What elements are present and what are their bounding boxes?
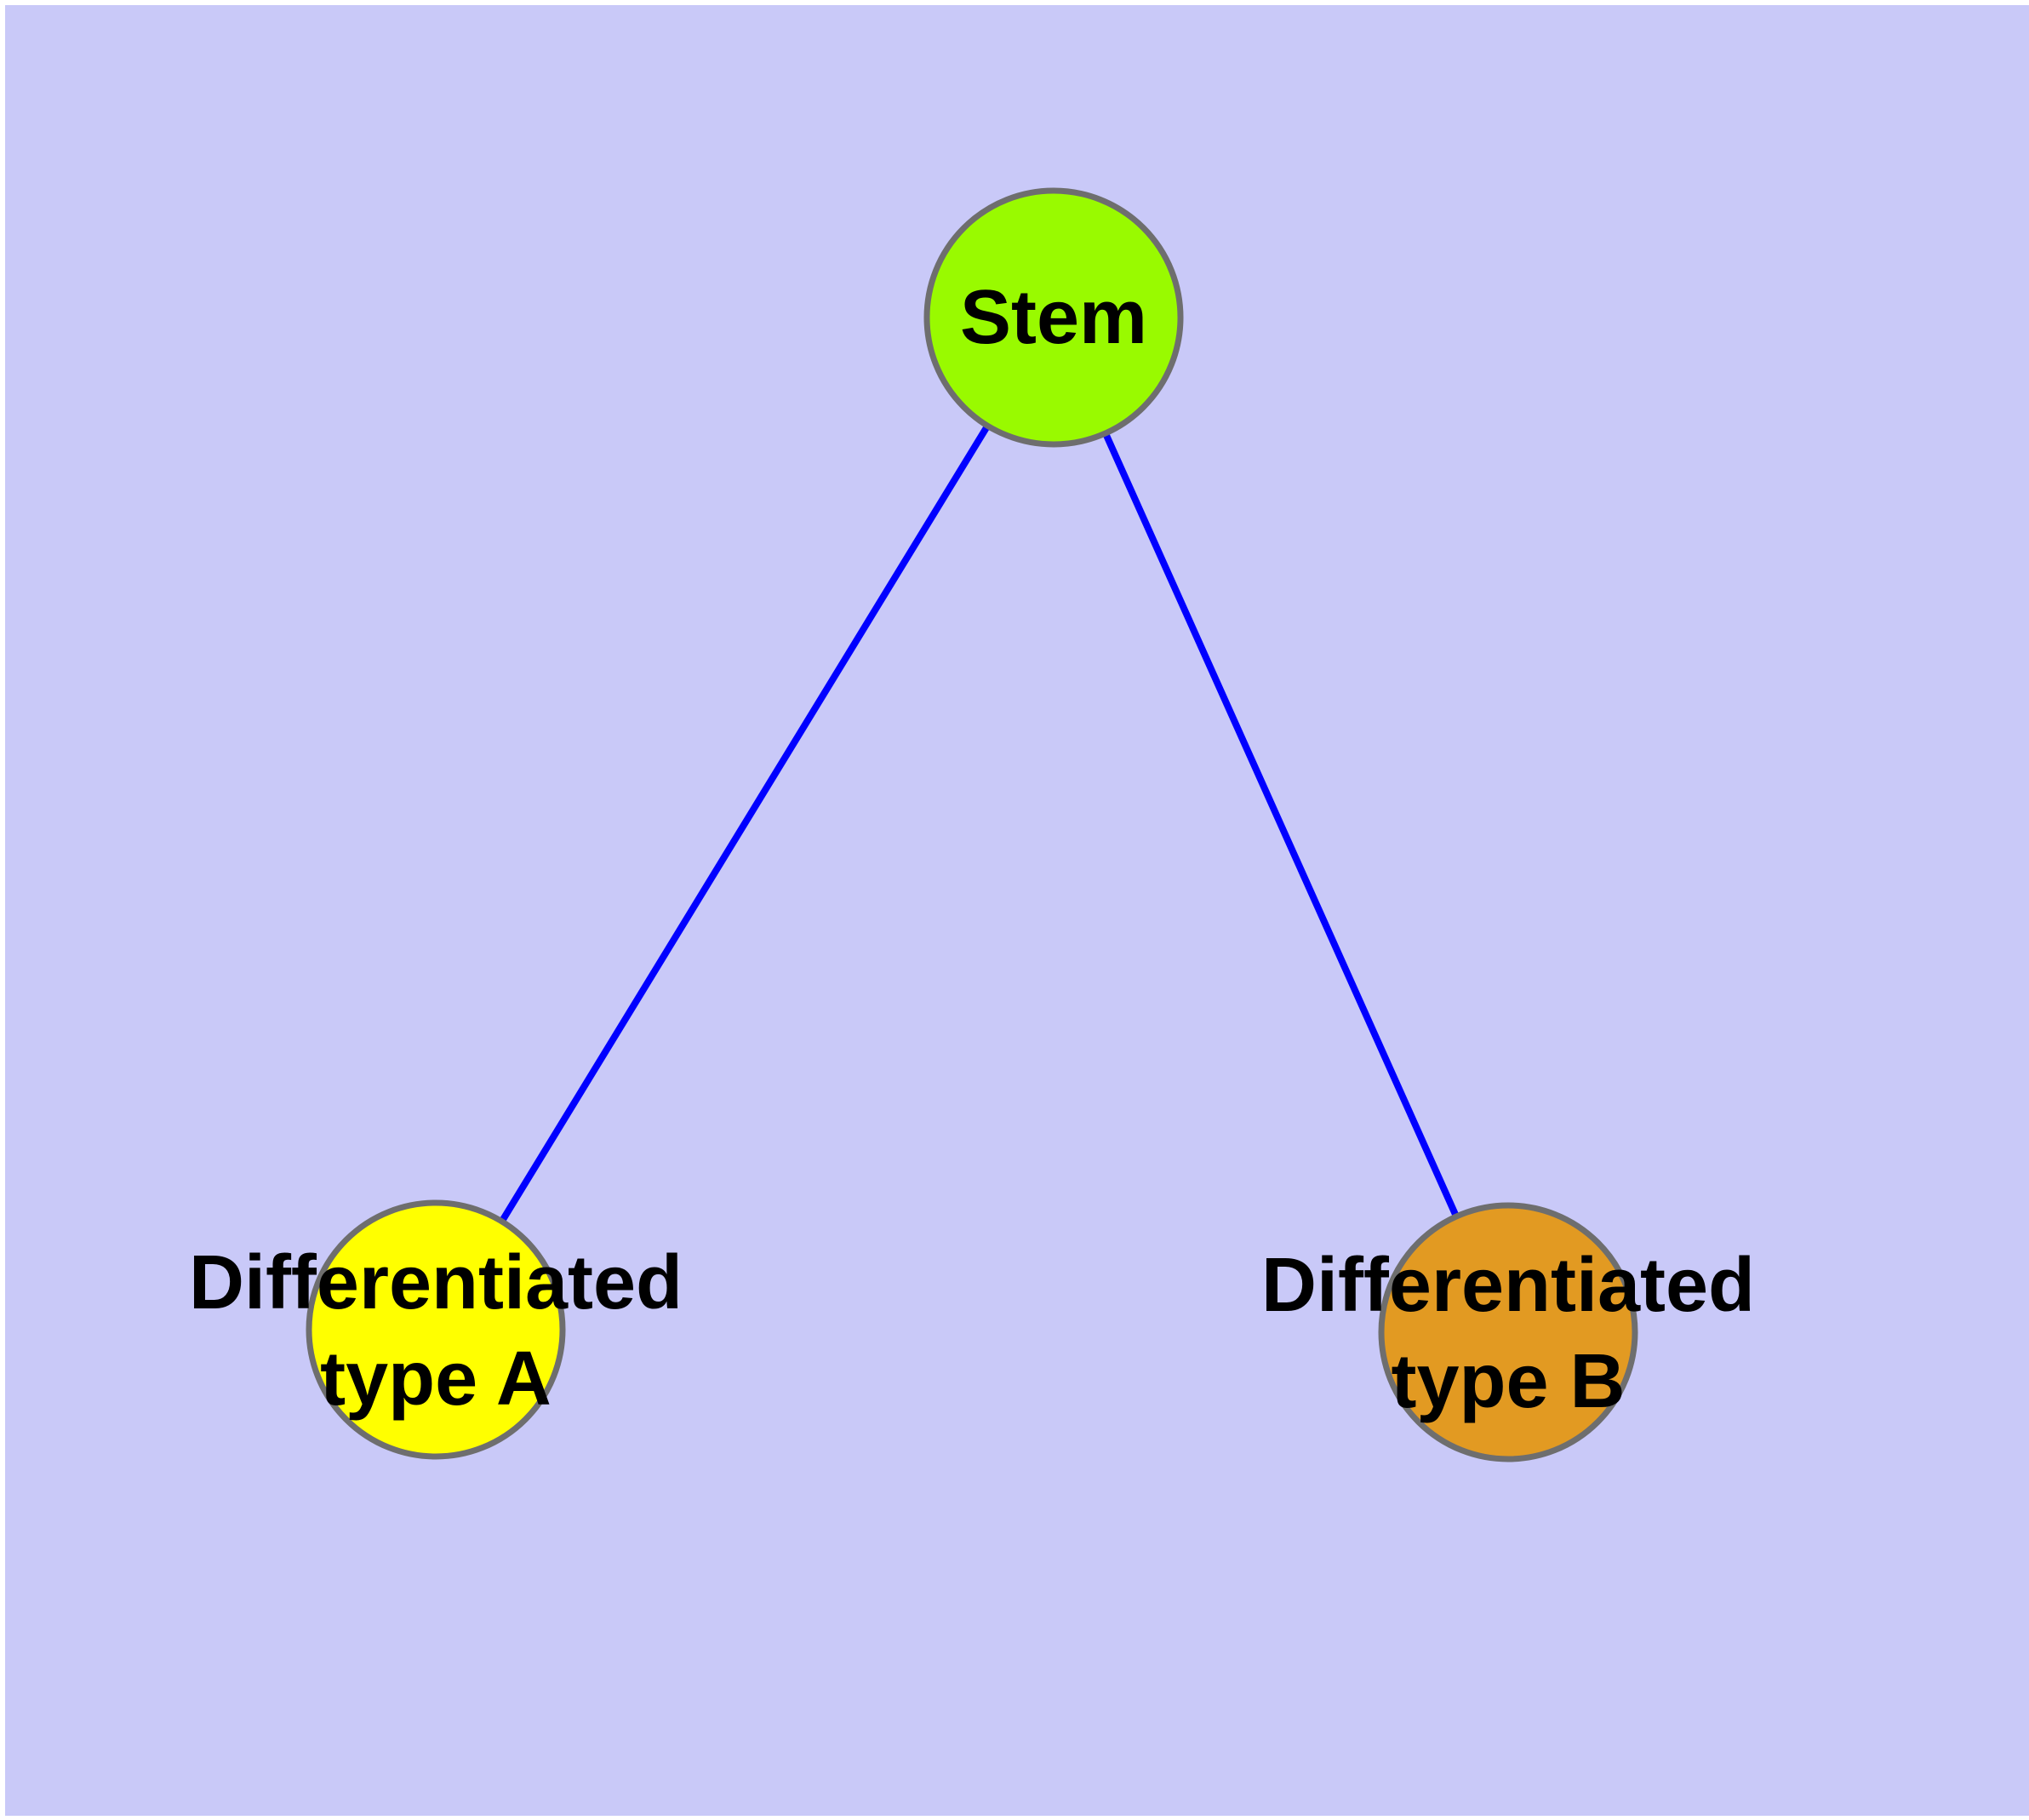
node-type-a-label-line1: Differentiated (189, 1240, 683, 1325)
node-type-a-circle (306, 1199, 566, 1460)
node-type-b-label-line2: type B (1391, 1339, 1625, 1424)
node-stem-label: Stem (960, 275, 1147, 360)
node-type-b-circle (1378, 1202, 1638, 1462)
node-stem-circle (923, 187, 1184, 448)
node-type-a-label-line2: type A (320, 1336, 552, 1422)
edge-stem-to-type-a (432, 315, 1057, 1332)
node-type-b-label-line1: Differentiated (1261, 1243, 1755, 1328)
edge-stem-to-type-b (1050, 316, 1512, 1334)
